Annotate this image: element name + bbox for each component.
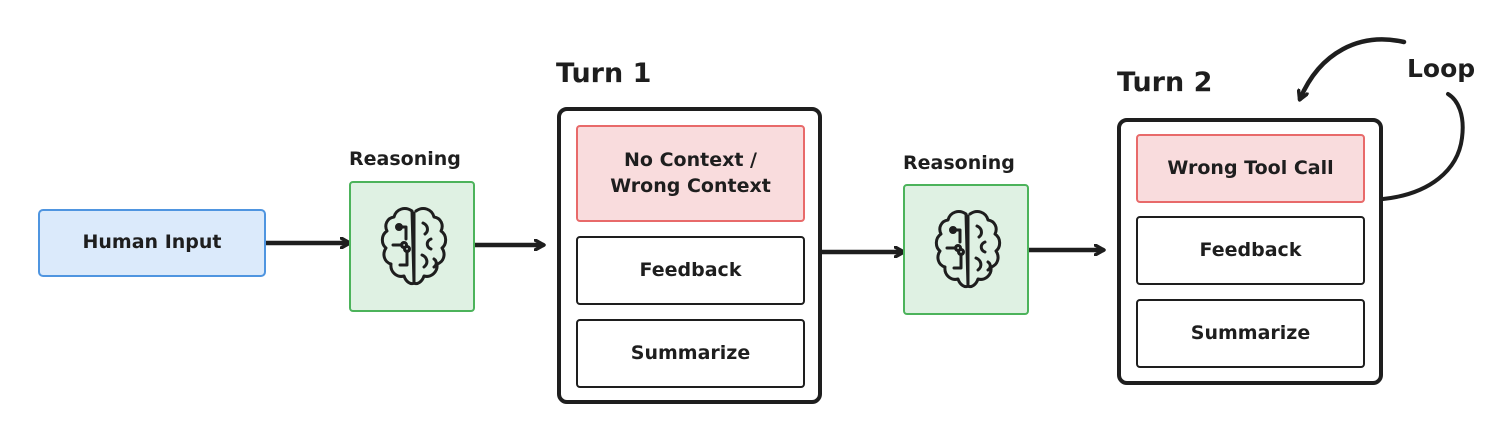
turn-2-title: Turn 2 <box>1117 67 1213 98</box>
turn-2-step-2-label: Feedback <box>1199 238 1302 261</box>
turn-1-step-3: Summarize <box>576 319 805 388</box>
turn-1-step-1-label: No Context / Wrong Context <box>610 148 771 197</box>
turn-1-step-2-label: Feedback <box>639 258 742 281</box>
turn-1-step-1: No Context / Wrong Context <box>576 125 805 222</box>
reasoning-2-node <box>903 184 1029 315</box>
turn-2-step-3: Summarize <box>1136 299 1365 368</box>
loop-label: Loop <box>1407 54 1476 83</box>
turn-2-step-1-label: Wrong Tool Call <box>1167 156 1334 179</box>
turn-1-title: Turn 1 <box>556 58 652 89</box>
turn-2-step-3-label: Summarize <box>1190 321 1311 344</box>
turn-2-step-1: Wrong Tool Call <box>1136 134 1365 203</box>
turn-2-step-2: Feedback <box>1136 216 1365 285</box>
reasoning-2-label: Reasoning <box>903 152 1015 174</box>
brain-icon <box>934 210 1002 289</box>
turn-1-step-2: Feedback <box>576 236 805 305</box>
human-input-label: Human Input <box>82 231 222 254</box>
brain-icon <box>380 207 448 286</box>
loop-arrow-out <box>1381 92 1465 201</box>
human-input-node: Human Input <box>38 209 266 277</box>
reasoning-1-node <box>349 181 475 312</box>
loop-arrow-back <box>1300 37 1407 99</box>
turn-1-step-3-label: Summarize <box>630 341 751 364</box>
reasoning-1-label: Reasoning <box>349 148 461 170</box>
